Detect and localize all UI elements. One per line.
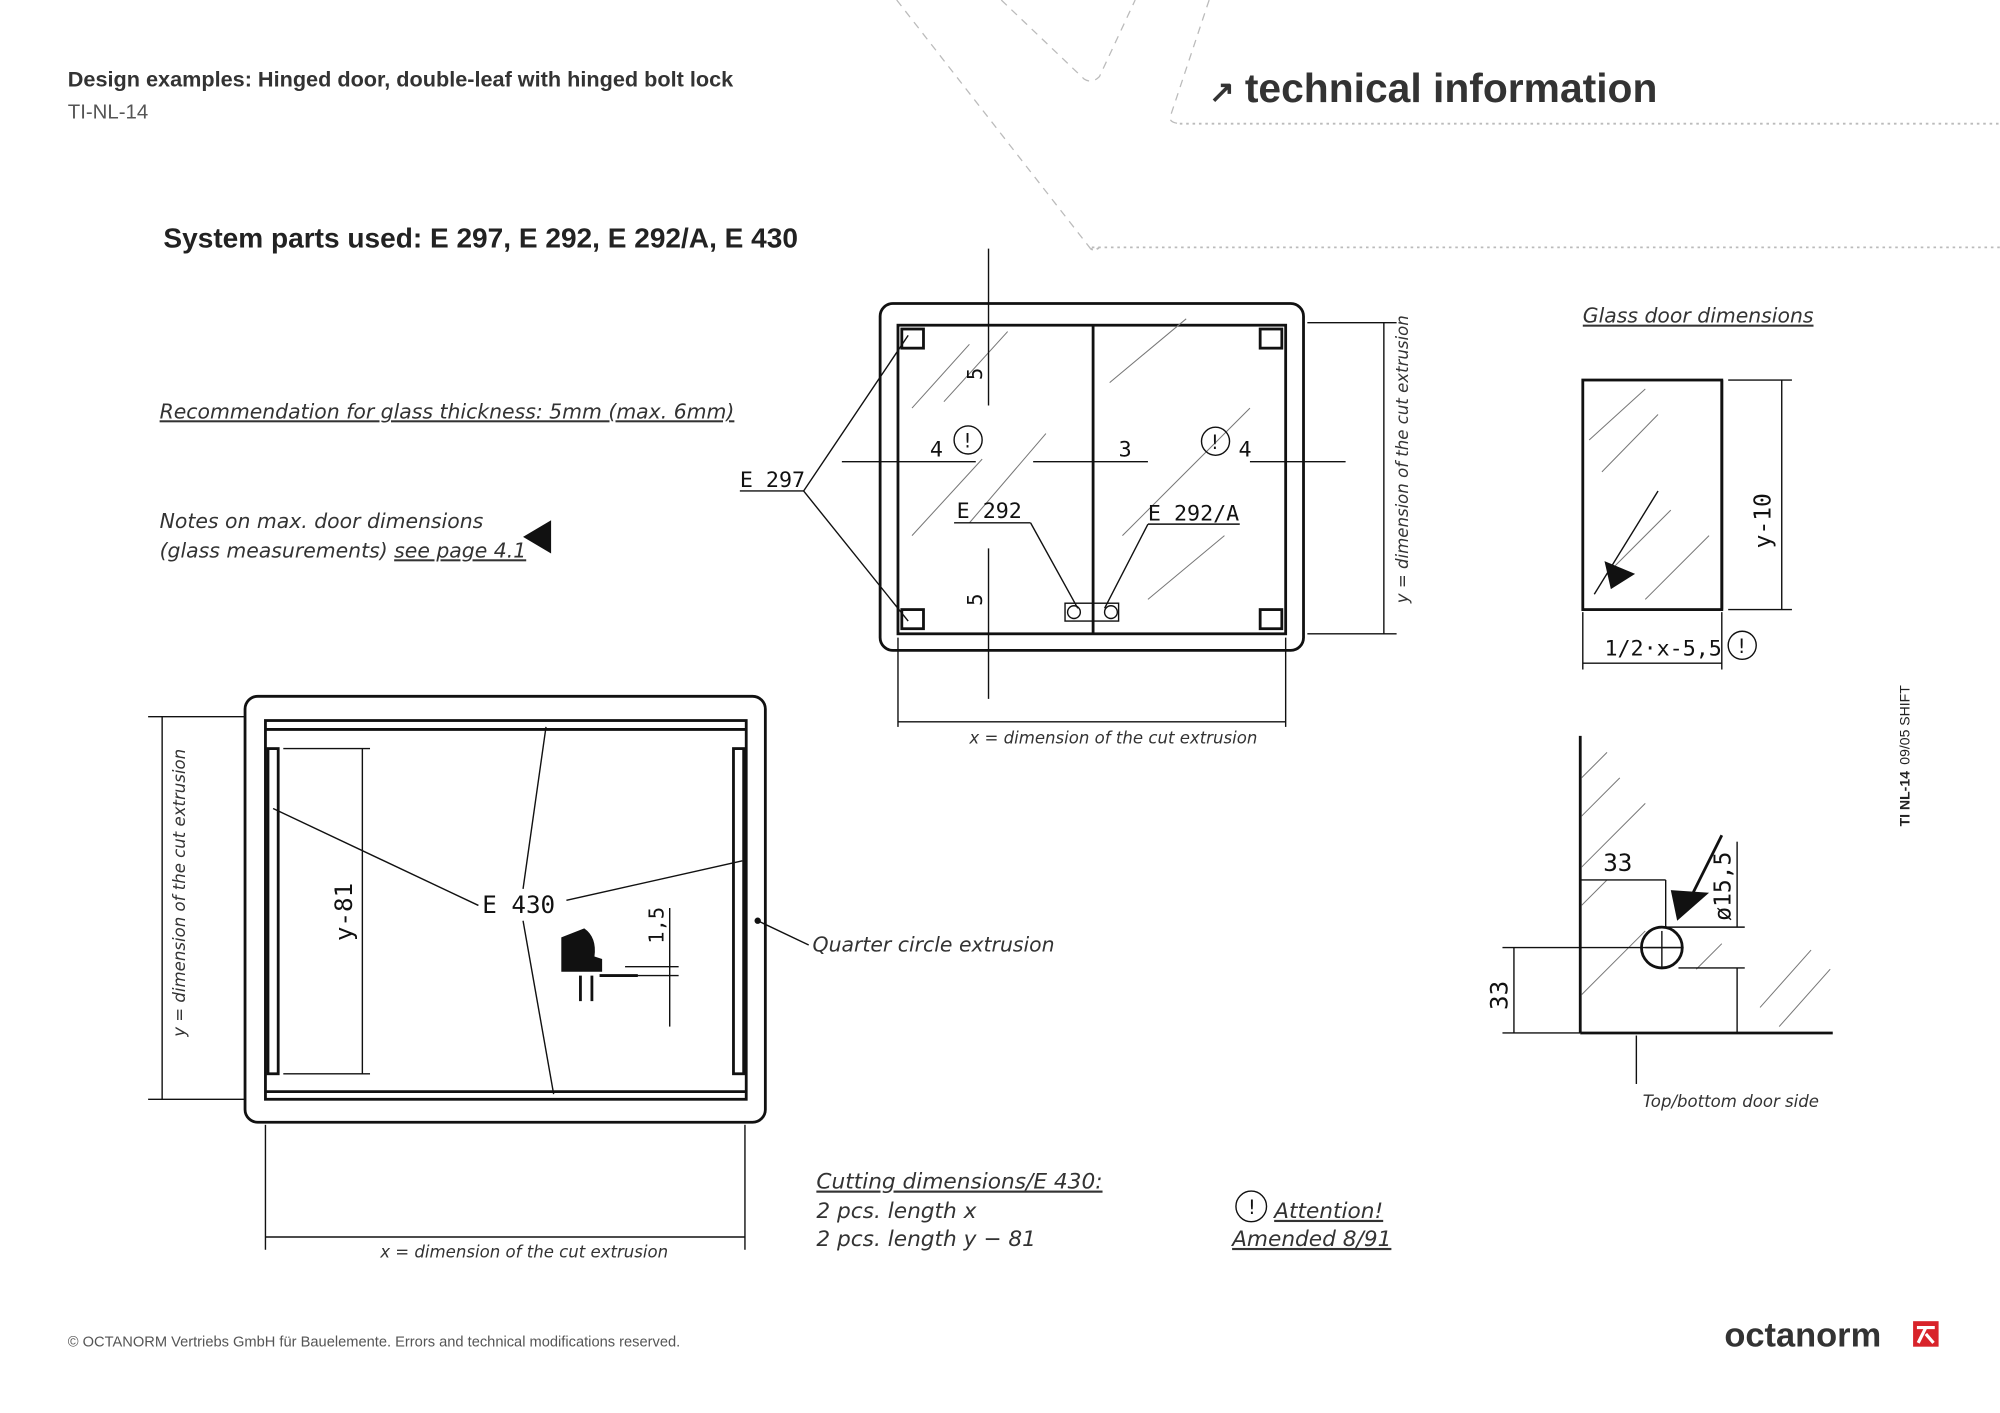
cutting-line2: 2 pcs. length y − 81 (816, 1227, 1036, 1252)
attention-icon: ! (1736, 635, 1748, 658)
glass-thickness-note: Recommendation for glass thickness: 5mm … (160, 399, 735, 423)
system-parts-heading: System parts used: E 297, E 292, E 292/A… (163, 222, 798, 253)
see-page-link[interactable]: see page 4.1 (394, 538, 526, 562)
cutting-title: Cutting dimensions/E 430: (816, 1170, 1102, 1195)
label-e297: E 297 (740, 468, 805, 493)
side-code-bold: TI NL-14 (1896, 771, 1912, 826)
copyright: © OCTANORM Vertriebs GmbH für Bauelement… (68, 1335, 680, 1351)
label-e292: E 292 (957, 499, 1022, 524)
detail-dim-diameter: ø15,5 (1711, 852, 1737, 921)
cutting-line1: 2 pcs. length x (816, 1199, 976, 1224)
top-door-drawing (739, 248, 1397, 727)
x-dimension-caption: x = dimension of the cut extrusion (968, 728, 1257, 747)
glass-width-dim: 1/2·x-5,5 (1604, 636, 1721, 661)
dim-top: 5 (963, 368, 987, 380)
detail-caption: Top/bottom door side (1643, 1092, 1819, 1111)
glass-height-dim: y-10 (1750, 493, 1776, 548)
attention-icon: ! (1209, 431, 1221, 454)
dim-1-5: 1,5 (644, 907, 668, 944)
label-e430: E 430 (482, 891, 555, 919)
glass-door-title: Glass door dimensions (1583, 304, 1814, 328)
side-doc-code: TI NL-14 09/05 SHIFT (1896, 685, 1912, 827)
attention-line1: Attention! (1272, 1199, 1383, 1224)
max-dims-note-prefix: (glass measurements) (160, 538, 395, 562)
octanorm-logo: octanorm (1724, 1317, 1881, 1355)
label-e292a: E 292/A (1148, 501, 1239, 526)
detail-dim-vertical: 33 (1486, 981, 1514, 1010)
dim-y-81: y-81 (330, 883, 358, 941)
bottom-door-drawing (148, 694, 810, 1250)
octanorm-logo-mark-icon (1913, 1321, 1939, 1347)
attention-line2: Amended 8/91 (1230, 1227, 1391, 1252)
y-dimension-caption: y = dimension of the cut extrusion (1393, 315, 1412, 604)
glass-door-drawing (1581, 378, 1792, 670)
decorative-dashed-lines (896, 0, 2000, 251)
doc-code: TI-NL-14 (68, 102, 148, 124)
page-title: Design examples: Hinged door, double-lea… (68, 67, 734, 92)
arrow-up-right-icon: ↗ (1209, 75, 1235, 109)
dim-middle: 3 (1119, 438, 1132, 463)
dim-bottom: 5 (963, 593, 987, 605)
quarter-circle-label: Quarter circle extrusion (813, 932, 1055, 956)
y-dimension-caption: y = dimension of the cut extrusion (170, 749, 189, 1038)
dim-left: 4 (930, 438, 943, 463)
max-dims-note-line1: Notes on max. door dimensions (160, 509, 484, 533)
detail-dim-horizontal: 33 (1603, 849, 1632, 877)
pointer-triangle-icon (523, 520, 552, 554)
section-title: technical information (1245, 65, 1658, 111)
x-dimension-caption: x = dimension of the cut extrusion (379, 1242, 668, 1261)
attention-circle-icon (1235, 1190, 1268, 1223)
attention-icon: ! (1246, 1196, 1258, 1219)
side-code-rest: 09/05 SHIFT (1896, 685, 1912, 765)
max-dims-note-line2: (glass measurements) see page 4.1 (160, 538, 527, 562)
dim-right: 4 (1238, 438, 1251, 463)
attention-icon: ! (962, 430, 974, 453)
bolt-hole-detail (1502, 735, 1833, 1084)
